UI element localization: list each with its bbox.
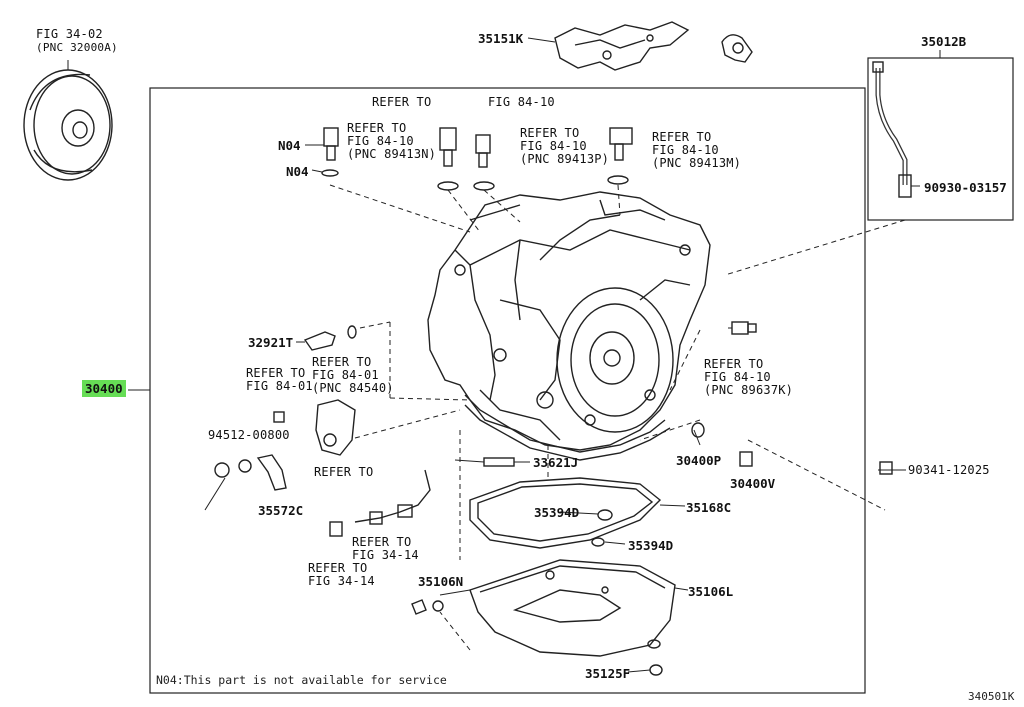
part-35168c[interactable]: 35168C bbox=[686, 500, 732, 515]
label-ref-mid[interactable]: REFER TO bbox=[314, 465, 374, 479]
part-90930-03157[interactable]: 90930-03157 bbox=[924, 180, 1007, 195]
part-94512-00800[interactable]: 94512-00800 bbox=[208, 428, 290, 442]
label-ref-8401[interactable]: REFER TO FIG 84-01 bbox=[246, 366, 313, 393]
bracket-35151k-drawing bbox=[527, 21, 690, 71]
plug-30400v bbox=[739, 451, 753, 467]
figure-id: 340501K bbox=[968, 690, 1015, 703]
bolt-35106n-drawing bbox=[411, 599, 444, 615]
part-35394d-b[interactable]: 35394D bbox=[628, 538, 674, 553]
part-33621j[interactable]: 33621J bbox=[533, 455, 579, 470]
part-n04-b[interactable]: N04 bbox=[286, 164, 309, 179]
plug-90341 bbox=[879, 461, 893, 475]
seal-94512-drawing bbox=[214, 454, 287, 491]
part-30400v[interactable]: 30400V bbox=[730, 476, 776, 491]
part-32921t[interactable]: 32921T bbox=[248, 335, 294, 350]
part-35106n[interactable]: 35106N bbox=[418, 574, 464, 589]
speed-sensor-p-drawing bbox=[437, 127, 495, 191]
label-ref-89637k[interactable]: REFER TO FIG 84-10 (PNC 89637K) bbox=[704, 357, 794, 397]
part-35151k[interactable]: 35151K bbox=[478, 31, 524, 46]
sensor-89637k-drawing bbox=[731, 321, 757, 335]
label-ref-3414-a[interactable]: REFER TO FIG 34-14 bbox=[352, 535, 419, 562]
label-ref-top[interactable]: REFER TO bbox=[372, 95, 432, 109]
clamp-drawing bbox=[721, 34, 753, 63]
sensor-84540-drawing bbox=[273, 399, 356, 456]
part-35394d-a[interactable]: 35394D bbox=[534, 505, 580, 520]
label-ref-3414-b[interactable]: REFER TO FIG 34-14 bbox=[308, 561, 375, 588]
part-90341-12025[interactable]: 90341-12025 bbox=[908, 463, 990, 477]
part-30400p[interactable]: 30400P bbox=[676, 453, 722, 468]
footnote: N04:This part is not available for servi… bbox=[156, 673, 447, 687]
part-35125f[interactable]: 35125F bbox=[585, 666, 631, 681]
washer-30400p bbox=[691, 422, 705, 438]
oil-pan-drawing bbox=[469, 559, 676, 676]
linkage-drawing bbox=[329, 469, 431, 537]
plug-32921t-drawing bbox=[303, 325, 357, 351]
label-ref-89413p[interactable]: REFER TO FIG 84-10 (PNC 89413P) bbox=[520, 126, 610, 166]
part-35012b[interactable]: 35012B bbox=[921, 34, 967, 49]
label-fig3402[interactable]: FIG 34-02 bbox=[36, 27, 103, 41]
torque-converter-drawing bbox=[23, 60, 113, 181]
label-33621j bbox=[483, 457, 515, 467]
dipstick-box bbox=[867, 57, 1014, 221]
part-n04-a[interactable]: N04 bbox=[278, 138, 301, 153]
part-30400-assembly[interactable]: 30400 bbox=[82, 380, 126, 397]
label-fig8410-top[interactable]: FIG 84-10 bbox=[488, 95, 555, 109]
label-ref-84540[interactable]: REFER TO FIG 84-01 (PNC 84540) bbox=[312, 355, 394, 395]
transmission-case-drawing bbox=[427, 191, 711, 461]
oil-strainer-gasket-drawing bbox=[469, 477, 662, 549]
speed-sensor-n-drawing bbox=[305, 127, 339, 177]
label-pnc32000a: (PNC 32000A) bbox=[36, 41, 118, 54]
label-ref-89413m[interactable]: REFER TO FIG 84-10 (PNC 89413M) bbox=[652, 130, 742, 170]
speed-sensor-m-drawing bbox=[607, 127, 633, 185]
dashed-guide-lines bbox=[329, 184, 906, 651]
part-35106l[interactable]: 35106L bbox=[688, 584, 734, 599]
part-35572c[interactable]: 35572C bbox=[258, 503, 304, 518]
dipstick-tube-drawing bbox=[872, 61, 920, 198]
label-ref-89413n[interactable]: REFER TO FIG 84-10 (PNC 89413N) bbox=[347, 121, 437, 161]
